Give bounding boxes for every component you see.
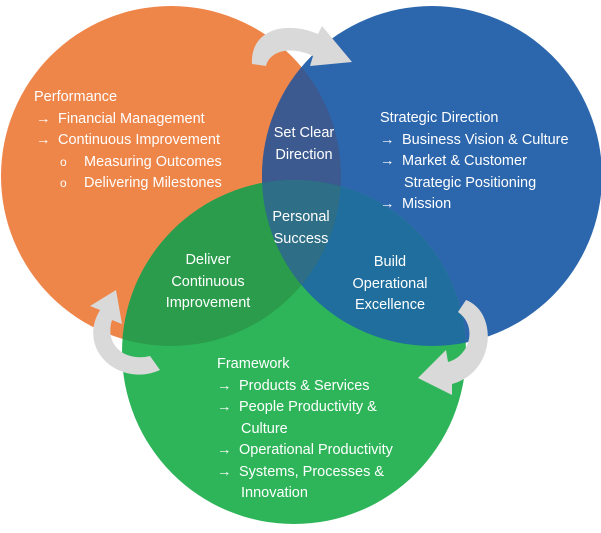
strategic-item-label: Mission — [402, 196, 452, 212]
overlap-left-label: Deliver Continuous Improvement — [148, 250, 268, 315]
arrow-bullet-icon: → — [36, 132, 51, 148]
performance-item: → Continuous Improvement — [34, 130, 222, 152]
arrow-bullet-icon: → — [217, 463, 232, 480]
strategic-item-label: Business Vision & Culture — [402, 131, 569, 148]
framework-item-continuation: Innovation — [241, 485, 308, 501]
framework-item: → Systems, Processes & — [217, 462, 393, 484]
strategic-item: → Market & Customer — [380, 151, 569, 173]
performance-text-block: Performance → Financial Management → Conti… — [34, 87, 222, 195]
circle-bullet-icon: o — [60, 154, 67, 169]
framework-item-label: Systems, Processes & — [239, 463, 385, 480]
performance-item: → Financial Management — [34, 109, 222, 131]
arrow-bullet-icon: → — [380, 153, 395, 169]
strategic-item: → Mission — [380, 194, 569, 216]
framework-item-label: People Productivity & — [239, 399, 377, 415]
framework-item-continuation: Culture — [241, 420, 288, 437]
performance-subitem-label: Measuring Outcomes — [84, 153, 222, 170]
framework-item: → People Productivity & — [217, 397, 393, 419]
overlap-right-line: Build — [373, 254, 407, 270]
overlap-left-line: Improvement — [165, 295, 251, 311]
framework-text-block: Framework → Products & Services → People P… — [217, 354, 393, 505]
arrow-bullet-icon: → — [36, 110, 51, 127]
overlap-center-line: Success — [273, 230, 329, 247]
framework-item: → Products & Services — [217, 376, 393, 398]
arrow-bullet-icon: → — [380, 196, 395, 212]
framework-item: → Operational Productivity — [217, 440, 393, 462]
performance-subitem: o Delivering Milestones — [34, 173, 222, 195]
framework-item-label: Operational Productivity — [239, 442, 393, 458]
overlap-right-line: Excellence — [354, 297, 426, 313]
arrow-bullet-icon: → — [380, 131, 395, 148]
overlap-center-line: Personal — [272, 209, 330, 225]
overlap-top-line: Set Clear — [273, 125, 335, 141]
cycle-arrow-top — [251, 26, 352, 66]
strategic-item-label: Market & Customer — [402, 153, 527, 169]
overlap-center-label: Personal Success — [251, 207, 351, 250]
performance-subitem-label: Delivering Milestones — [84, 175, 222, 191]
overlap-left-region — [122, 180, 341, 346]
arrow-bullet-icon: → — [217, 442, 232, 458]
framework-title: Framework — [217, 356, 290, 372]
strategic-text-block: Strategic Direction → Business Vision & C… — [380, 108, 569, 216]
overlap-top-label: Set Clear Direction — [254, 123, 354, 166]
performance-subitem: o Measuring Outcomes — [34, 152, 222, 174]
arrow-bullet-icon: → — [217, 399, 232, 415]
strategic-title: Strategic Direction — [380, 110, 499, 126]
overlap-right-label: Build Operational Excellence — [330, 252, 450, 317]
cycle-arrow-right — [418, 300, 488, 395]
arrow-bullet-icon: → — [217, 377, 232, 394]
overlap-right-region — [262, 180, 466, 346]
circle-bullet-icon: o — [60, 176, 67, 190]
performance-item-label: Continuous Improvement — [58, 132, 220, 148]
performance-item-label: Financial Management — [58, 110, 205, 127]
performance-title: Performance — [34, 89, 118, 105]
overlap-right-line: Operational — [352, 275, 428, 292]
strategic-item-continuation: Strategic Positioning — [404, 174, 537, 191]
framework-item-label: Products & Services — [239, 377, 370, 394]
overlap-left-line: Continuous — [171, 273, 245, 290]
overlap-left-line: Deliver — [185, 252, 231, 268]
overlap-top-line: Direction — [275, 146, 333, 163]
cycle-arrow-left — [90, 290, 160, 375]
strategic-item: → Business Vision & Culture — [380, 130, 569, 152]
